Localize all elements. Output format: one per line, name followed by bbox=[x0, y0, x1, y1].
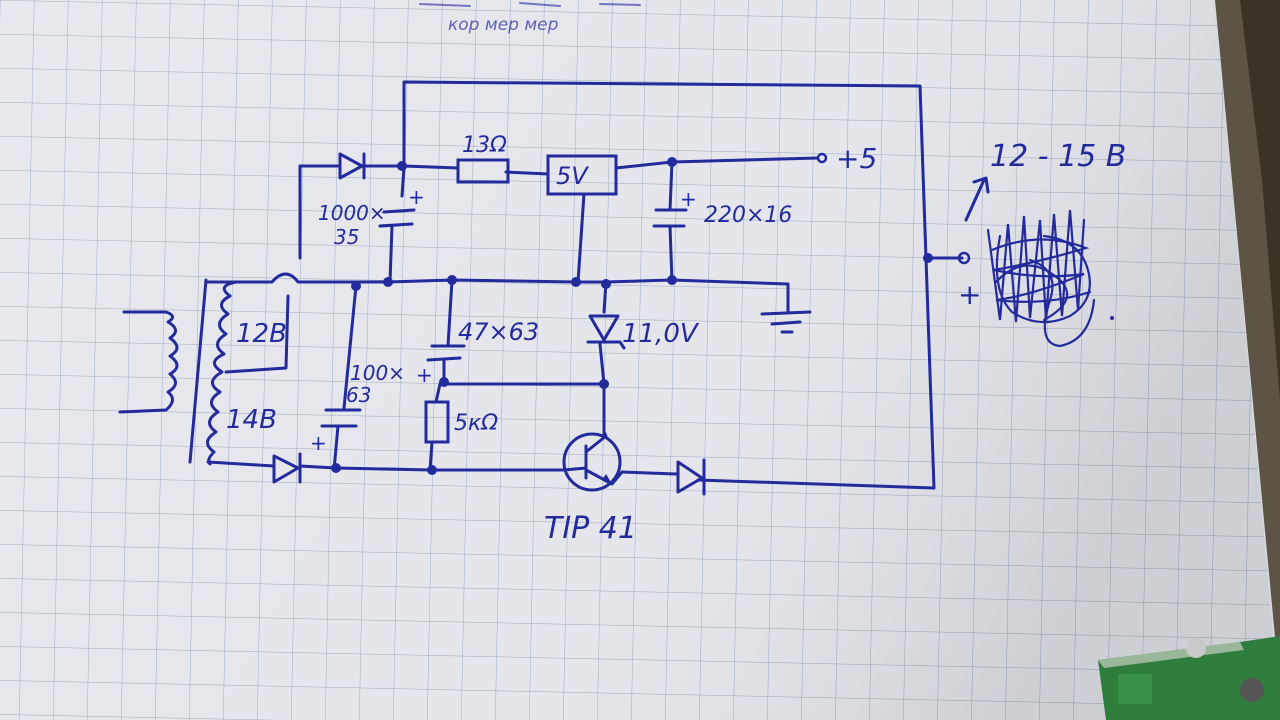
capacitor-100-label-b: 63 bbox=[346, 383, 371, 407]
resistor-5k bbox=[424, 400, 450, 444]
zener-label: 11,0V bbox=[622, 319, 700, 349]
scribbled-out-text bbox=[986, 209, 1096, 348]
capacitor-47-label: 47×63 bbox=[458, 318, 539, 346]
resistor-13ohm bbox=[456, 158, 510, 184]
resistor-5k-label: 5кΩ bbox=[454, 411, 498, 436]
wire-top-loop bbox=[402, 80, 936, 490]
resistor-13ohm-label: 13Ω bbox=[462, 133, 507, 158]
wire-bottom-rail bbox=[206, 460, 566, 472]
output-plus5-label: +5 bbox=[836, 142, 877, 175]
capacitor-100-plus: + bbox=[310, 431, 327, 455]
capacitor-220uf bbox=[652, 208, 688, 228]
capacitor-1000-label-a: 1000× bbox=[318, 201, 386, 225]
diode-upper bbox=[338, 152, 366, 180]
top-scribble-text: кор мер мер bbox=[448, 15, 559, 35]
winding-14v-label: 14В bbox=[226, 405, 277, 435]
winding-12v-label: 12В bbox=[236, 319, 287, 349]
terminal-plus5 bbox=[816, 152, 828, 164]
terminal-output bbox=[957, 251, 971, 265]
capacitor-100-label-a: 100× bbox=[350, 361, 405, 385]
zener-diode bbox=[586, 314, 626, 350]
output-voltage-label: 12 - 15 В bbox=[990, 139, 1126, 174]
ground-symbol bbox=[760, 310, 812, 334]
transistor-tip41 bbox=[562, 430, 624, 492]
capacitor-47-plus: + bbox=[416, 363, 433, 387]
capacitor-1000uf bbox=[378, 208, 416, 228]
transistor-label: TIP 41 bbox=[544, 511, 637, 546]
capacitor-47uf bbox=[426, 344, 466, 362]
capacitor-1000-plus: + bbox=[408, 185, 425, 209]
diode-output bbox=[676, 458, 706, 496]
regulator-label: 5V bbox=[556, 162, 589, 190]
output-plus-sign: + bbox=[958, 278, 981, 311]
capacitor-220-plus: + bbox=[680, 187, 697, 211]
capacitor-220-label: 220×16 bbox=[704, 203, 792, 228]
transformer bbox=[118, 278, 290, 466]
wire-upper-diode bbox=[298, 164, 340, 260]
adjust-arrow bbox=[964, 176, 990, 222]
junction-dots bbox=[331, 157, 933, 475]
capacitor-100uf bbox=[320, 408, 362, 428]
regulator-5v bbox=[546, 154, 618, 196]
capacitor-1000-label-b: 35 bbox=[334, 225, 359, 249]
diode-lower bbox=[272, 452, 302, 484]
